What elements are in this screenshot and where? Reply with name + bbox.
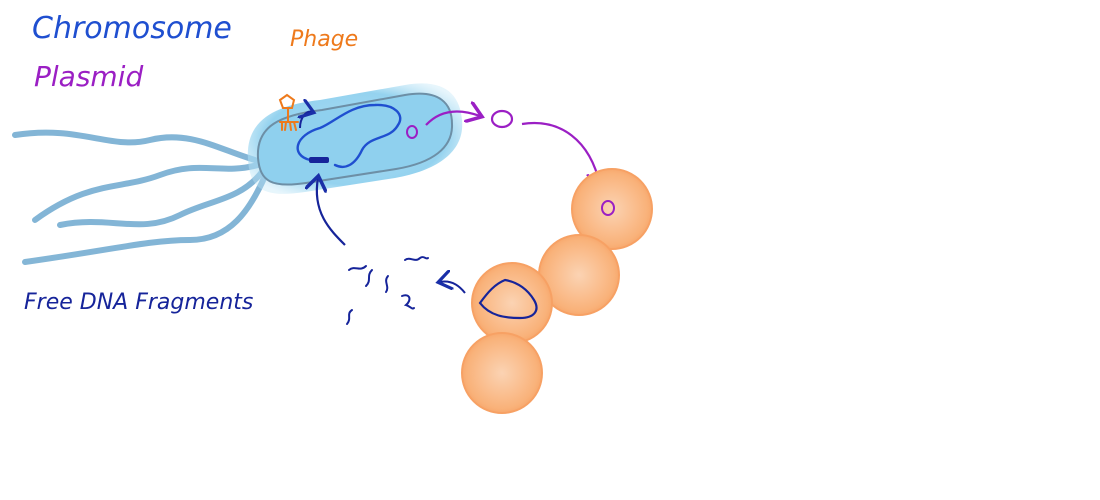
flagella [12,129,268,265]
legend-free-dna-fragments: Free DNA Fragments [24,290,253,315]
donor-chromosome [478,278,538,320]
neighbor-cell-icon [471,262,553,344]
chromosome-strand [296,103,402,169]
uptake-arrow-icon [317,178,346,246]
neighbor-cell-icon [461,332,543,414]
received-plasmid-ring-icon [601,200,615,216]
free-plasmid-ring-icon [490,109,514,129]
plasmid-ring-icon [406,125,418,139]
phage-arrow-icon [300,112,312,129]
dna-fragment-icon [346,256,429,325]
phage-icon [278,93,299,131]
legend-plasmid: Plasmid [34,60,143,93]
legend-phage: Phage [290,27,358,52]
neighbor-cell-icon [571,168,653,250]
release-arrow-icon [440,281,466,294]
plasmid-export-arrow-icon [425,111,480,126]
plasmid-transfer-arrow-icon [521,121,600,185]
integration-site [309,157,329,163]
neighbor-cells [461,168,653,414]
legend-chromosome: Chromosome [32,11,232,46]
